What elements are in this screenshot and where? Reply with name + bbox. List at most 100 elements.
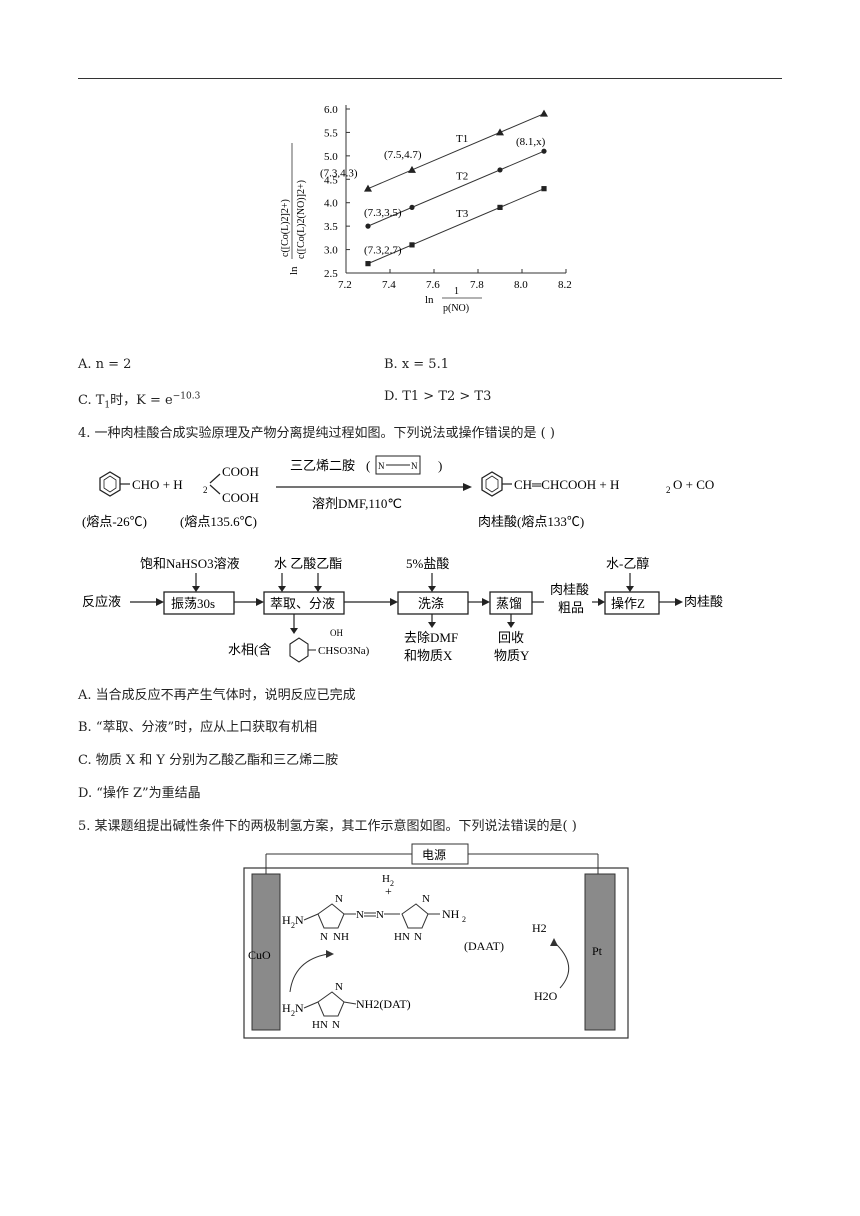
h2o-label: H2O — [534, 989, 558, 1003]
y-axis-label-prefix: ln — [288, 266, 300, 275]
q3-option-d-rest: 1 > T2 > T3 — [410, 389, 492, 404]
svg-text:HN: HN — [312, 1019, 328, 1031]
svg-text:NH: NH — [442, 907, 460, 921]
q3-option-c-sub: 1 — [104, 400, 111, 411]
flow-step1-box — [163, 591, 235, 615]
flow-step5: 操作Z — [611, 596, 645, 611]
flow-step4-output-1: 回收 — [498, 630, 524, 645]
x-tick-label: 8.0 — [514, 279, 528, 291]
svg-text:N: N — [335, 981, 343, 993]
series-label-T3: T3 — [456, 208, 469, 220]
q3-option-c-prefix: C. T — [78, 393, 105, 408]
dabco-structure-icon — [375, 455, 421, 475]
cuo-electrode — [251, 873, 281, 1031]
svg-text:HN: HN — [394, 931, 410, 943]
conditions-label: 溶剂DMF,110℃ — [312, 496, 402, 511]
flow-step1-reagent: 饱和NaHSO3溶液 — [140, 556, 240, 571]
mp-malonic-acid: (熔点135.6℃) — [180, 514, 257, 529]
pt-electrode — [584, 873, 616, 1031]
point-annotation: (7.5,4.7) — [384, 149, 422, 161]
mp-cinnamic-acid: 肉桂酸(熔点133℃) — [478, 514, 584, 529]
x-tick-label: 8.2 — [558, 279, 572, 291]
flow-crude-2: 粗品 — [558, 600, 584, 615]
svg-text:N: N — [356, 909, 364, 921]
product-formula: CH═CHCOOH + H — [514, 477, 619, 492]
cooh-top: COOH — [222, 464, 259, 479]
y-tick-label: 4.5 — [324, 174, 338, 186]
y-axis-label-numerator: c([Co(L)2]2+) — [280, 199, 291, 257]
q4-option-a: A. 当合成反应不再产生气体时，说明反应已完成 — [78, 688, 356, 703]
point-annotation: (8.1,x) — [516, 136, 546, 148]
point-T3 — [541, 186, 547, 192]
x-tick-label: 7.4 — [382, 279, 396, 291]
flow-step2: 萃取、分液 — [270, 596, 335, 611]
svg-text:2: 2 — [291, 1009, 295, 1018]
series-line-T2 — [367, 150, 545, 227]
flow-step4-output-2: 物质Y — [494, 648, 530, 663]
header-rule — [78, 78, 782, 79]
flow-step2-box — [263, 591, 345, 615]
point-T2 — [497, 167, 503, 173]
y-axis-label-denominator: c([Co(L)2(NO)]2+) — [296, 180, 307, 259]
q3-option-d-prefix: D. T — [384, 389, 411, 404]
y-tick-label: 6.0 — [324, 104, 338, 116]
point-T1 — [408, 165, 416, 173]
svg-text:+: + — [385, 884, 392, 898]
y-tick-label: 3.5 — [324, 221, 338, 233]
y-tick-label: 5.5 — [324, 127, 338, 139]
svg-text:N: N — [332, 1019, 340, 1031]
svg-text:2: 2 — [291, 921, 295, 930]
y-tick-label: 5.0 — [324, 151, 338, 163]
x-axis-label-numerator: 1 — [454, 286, 459, 297]
point-T3 — [497, 204, 503, 210]
point-annotation: (7.3,3.5) — [364, 207, 402, 219]
point-T1 — [540, 109, 548, 117]
pt-label: Pt — [592, 944, 603, 958]
q4-option-c: C. 物质 X 和 Y 分别为乙酸乙酯和三乙烯二胺 — [78, 753, 339, 768]
q3-option-a: A. n = 2 — [78, 357, 132, 372]
dat-label: NH2(DAT) — [356, 997, 411, 1011]
cinnamic-acid-reaction: CHO + H 2 COOH COOH 三乙烯二胺 ( N N ) 溶剂DMF,… — [82, 455, 714, 529]
q4-stem: 4. 一种肉桂酸合成实验原理及产物分离提纯过程如图。下列说法或操作错误的是 ( … — [78, 426, 555, 441]
svg-text:N: N — [378, 461, 385, 471]
flow-step5-reagent: 水-乙醇 — [606, 556, 649, 571]
flow-end: 肉桂酸 — [684, 594, 723, 609]
svg-text:H: H — [282, 913, 291, 927]
cooh-bottom: COOH — [222, 490, 259, 505]
flow-step3-output-2: 和物质X — [404, 648, 453, 663]
h2-label: H2 — [532, 921, 547, 935]
flow-step2-group: CHSO3Na) — [318, 645, 370, 657]
flow-step2-oh: OH — [330, 628, 343, 638]
point-T2 — [541, 148, 547, 154]
power-source-label: 电源 — [422, 848, 446, 862]
reagent-benzaldehyde: CHO + H — [132, 477, 183, 492]
product-formula-tail: O + CO — [673, 477, 714, 492]
svg-text:2: 2 — [666, 485, 671, 495]
point-T3 — [409, 242, 415, 248]
x-tick-label: 7.8 — [470, 279, 484, 291]
svg-text:2: 2 — [203, 485, 208, 495]
point-annotation: (7.3,4.3) — [320, 168, 358, 180]
svg-text:N: N — [376, 909, 384, 921]
catalyst-label: 三乙烯二胺 — [290, 458, 355, 473]
point-T2 — [409, 204, 415, 210]
svg-text:(: ( — [366, 458, 370, 473]
flow-step4: 蒸馏 — [496, 596, 522, 611]
flow-step3-output-1: 去除DMF — [404, 630, 458, 645]
svg-text:N: N — [414, 931, 422, 943]
separation-flowchart: 反应液 饱和NaHSO3溶液 振荡30s 水 乙酸乙酯 萃取、分液 水相(含 O… — [82, 556, 723, 663]
flow-start: 反应液 — [82, 594, 121, 609]
q3-option-c: C. T1时，K = e−10.3 — [78, 389, 200, 411]
y-tick-label: 3.0 — [324, 245, 338, 257]
svg-text:N: N — [295, 1001, 304, 1015]
series-label-T2: T2 — [456, 171, 468, 183]
flow-step5-box — [604, 591, 660, 615]
electrolytic-cell — [243, 867, 629, 1039]
flow-step3-box — [397, 591, 469, 615]
point-T1 — [496, 128, 504, 136]
q4-option-d: D. “操作 Z”为重结晶 — [78, 786, 201, 801]
q4-option-b: B. “萃取、分液”时，应从上口获取有机相 — [78, 720, 318, 735]
svg-text:N: N — [295, 913, 304, 927]
